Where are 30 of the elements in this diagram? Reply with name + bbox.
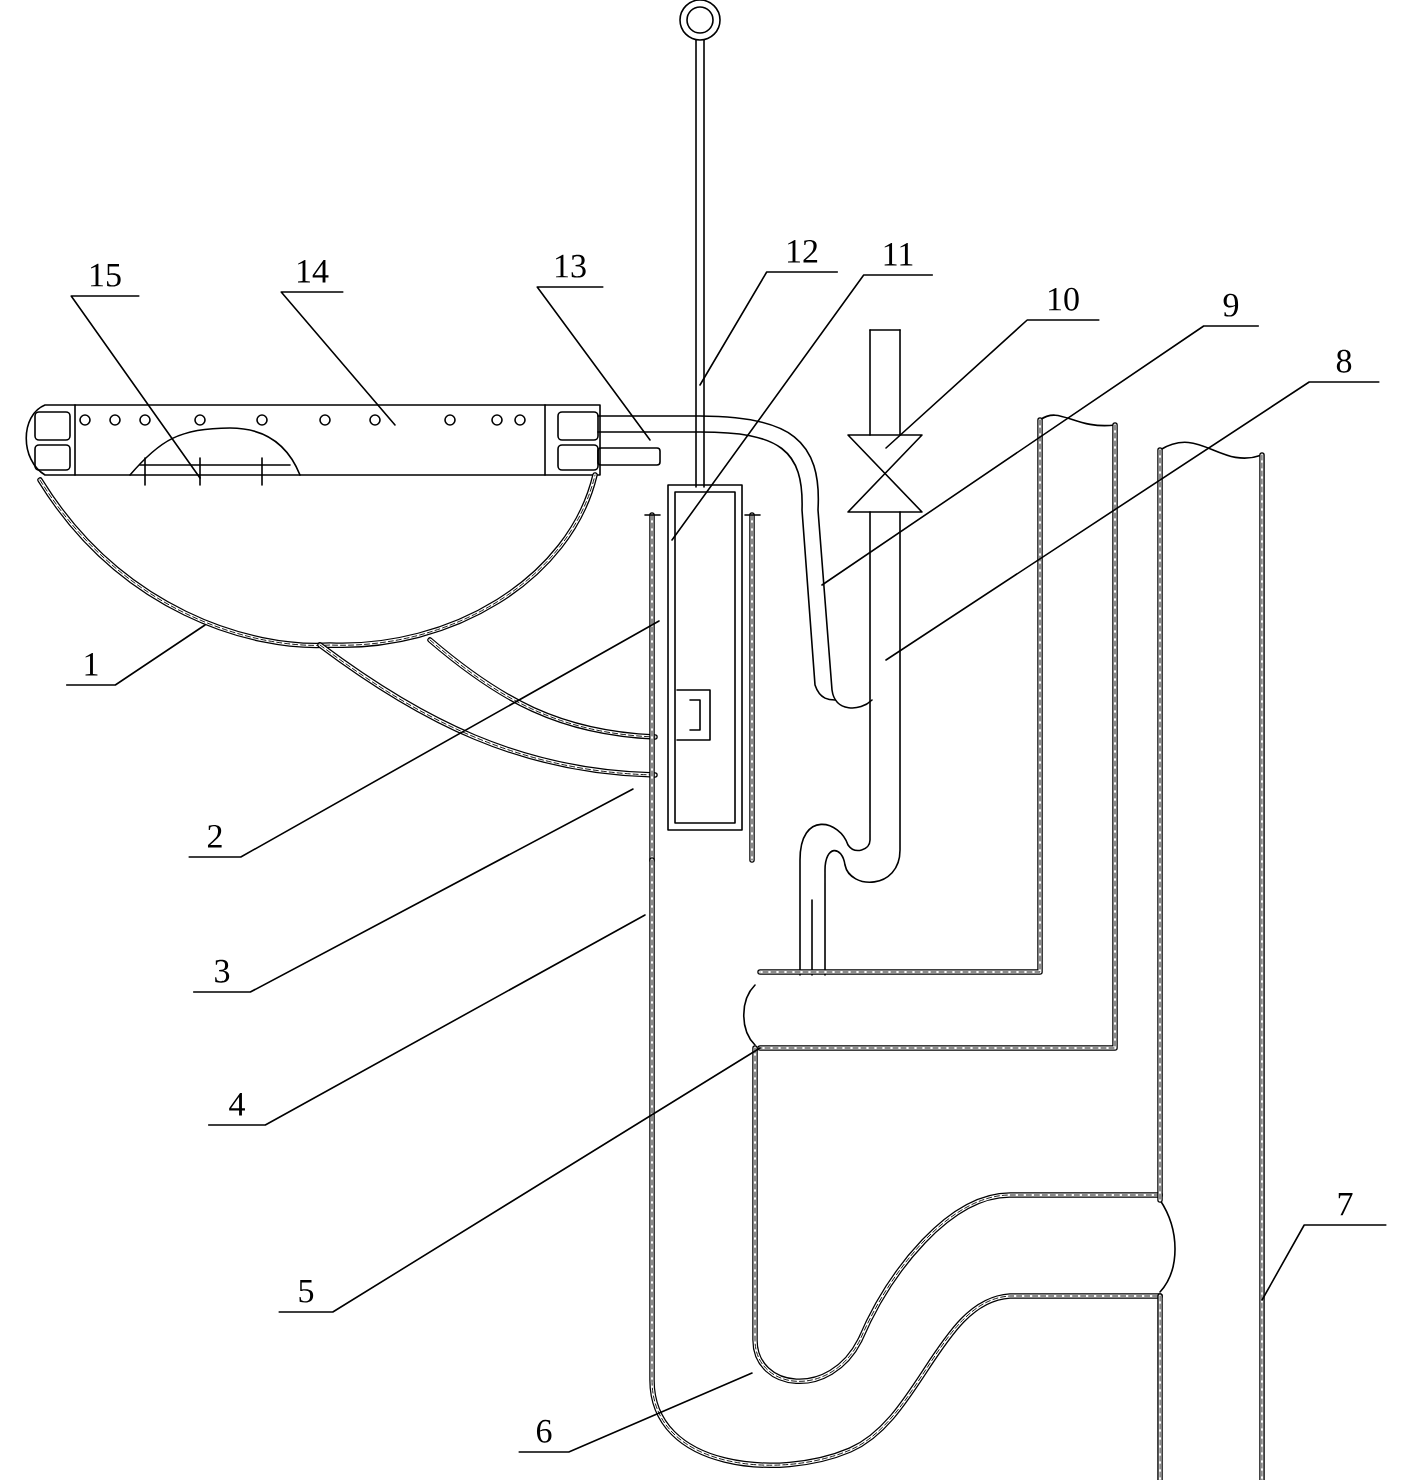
callout-number: 15 [91,263,121,287]
leader-line [699,271,839,386]
leader-line [188,620,660,858]
leader-line [70,295,201,479]
callout-number: 3 [215,959,230,983]
callout-number: 6 [536,1419,552,1443]
leader-line [821,325,1260,586]
callout-number: 13 [556,254,586,278]
leader-line [671,274,934,541]
callout-number: 9 [1223,293,1239,317]
leader-line [885,381,1380,661]
leader-line [1261,1224,1387,1301]
callout-number: 11 [884,243,913,266]
callout-number: 12 [788,239,818,263]
callout-number: 4 [229,1093,245,1116]
callout-number: 14 [298,260,329,283]
callout-number: 10 [1049,287,1079,311]
callout-number: 1 [85,653,98,676]
callout-number: 2 [208,824,222,848]
callout-number: 5 [299,1279,314,1303]
leader-line [278,1047,761,1313]
leader-line [207,914,646,1126]
leader-line [280,291,396,426]
leader-line [536,286,651,441]
leader-line [65,624,206,686]
callout-number: 8 [1336,349,1352,373]
callout-number: 7 [1338,1193,1353,1216]
leader-line [518,1372,753,1453]
leader-line [885,319,1100,449]
leader-line [192,788,634,993]
